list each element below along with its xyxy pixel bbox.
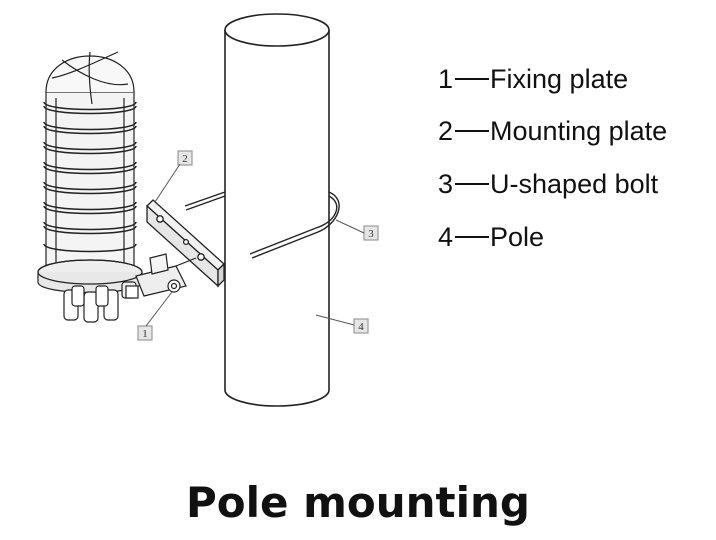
diagram-caption: Pole mounting [186, 478, 530, 527]
legend-item-fixing-plate: 1 Fixing plate [438, 66, 628, 93]
legend-number: 2 [438, 116, 454, 146]
u-shaped-bolt [184, 191, 340, 259]
callout-3-number: 3 [368, 228, 374, 240]
legend-item-u-shaped-bolt: 3 U-shaped bolt [438, 171, 658, 198]
mounting-plate [146, 199, 225, 288]
legend-item-mounting-plate: 2 Mounting plate [438, 118, 667, 145]
legend-label: Pole [490, 222, 545, 252]
legend-dash [455, 129, 490, 132]
legend-label: U-shaped bolt [490, 169, 659, 199]
legend-number: 3 [438, 169, 454, 199]
callout-1: 1 [137, 291, 173, 341]
callout-4: 4 [315, 314, 369, 334]
legend-item-pole: 4 Pole [438, 224, 544, 251]
fixing-plate [125, 253, 197, 299]
pole [224, 13, 330, 407]
legend-label: Mounting plate [490, 116, 668, 146]
legend-dash [455, 182, 490, 185]
callout-1-number: 1 [142, 328, 148, 340]
legend-label: Fixing plate [490, 64, 629, 94]
fiber-closure [37, 51, 143, 323]
callout-4-number: 4 [358, 321, 364, 333]
legend-number: 4 [438, 222, 454, 252]
legend-dash [455, 235, 490, 238]
callout-2: 2 [154, 150, 193, 203]
legend-dash [455, 77, 490, 80]
legend-number: 1 [438, 64, 454, 94]
callout-3: 3 [335, 219, 379, 241]
callout-2-number: 2 [182, 153, 188, 165]
